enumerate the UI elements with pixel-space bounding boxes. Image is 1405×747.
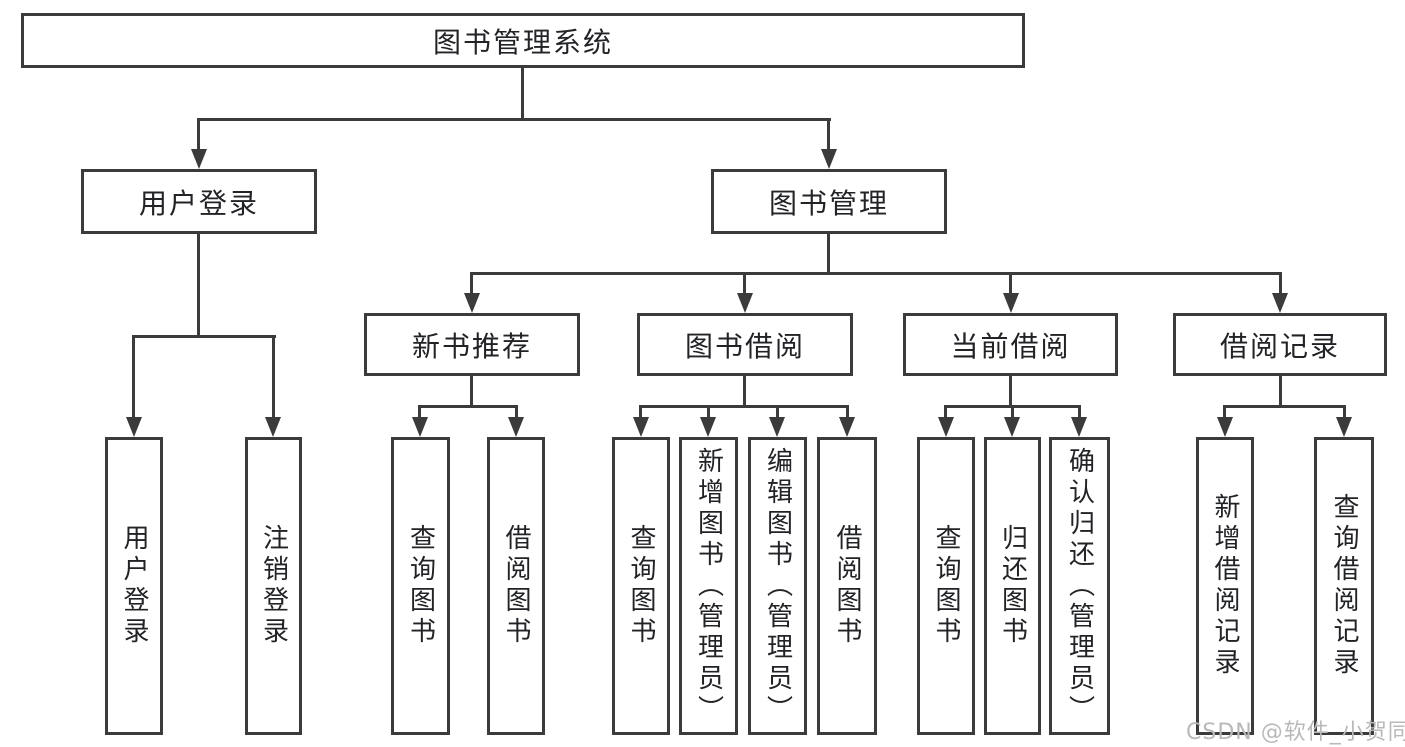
connector-line [515, 405, 518, 427]
connector-arrow [1336, 417, 1352, 437]
connector-arrow [464, 293, 480, 313]
leaf-user-login-label: 用户登录 [119, 524, 149, 648]
connector-line [197, 118, 831, 121]
node-root-label: 图书管理系统 [432, 25, 613, 59]
connector-line [1009, 272, 1012, 297]
connector-arrow [1272, 293, 1288, 313]
csdn-watermark: CSDN @软件_小贺同学 [1186, 720, 1405, 745]
leaf-confirm-return-admin-label: 确认归还（管理员） [1064, 446, 1095, 726]
leaf-add-borrow-record: 新增借阅记录 [1196, 437, 1254, 735]
connector-line [1279, 272, 1282, 297]
connector-line [1223, 405, 1226, 427]
connector-line [743, 272, 746, 297]
leaf-confirm-return-admin: 确认归还（管理员） [1049, 437, 1110, 735]
connector-line [418, 405, 421, 427]
connector-line [827, 234, 830, 275]
connector-line [470, 272, 473, 297]
connector-arrow [265, 417, 281, 437]
leaf-query-books-recommend: 查询图书 [391, 437, 450, 735]
node-book-borrowing-label: 图书借阅 [684, 329, 805, 363]
leaf-return-books-label: 归还图书 [997, 524, 1028, 648]
connector-line [470, 272, 1282, 275]
leaf-query-borrow-record: 查询借阅记录 [1314, 437, 1374, 735]
node-book-borrowing: 图书借阅 [637, 313, 853, 376]
connector-line [272, 335, 275, 427]
connector-arrow [737, 293, 753, 313]
node-root: 图书管理系统 [21, 13, 1025, 68]
connector-line [1343, 405, 1346, 427]
connector-line [827, 118, 830, 159]
leaf-borrow-books: 借阅图书 [817, 437, 877, 735]
connector-arrow [633, 417, 649, 437]
leaf-query-books-current: 查询图书 [917, 437, 975, 735]
node-book-management: 图书管理 [711, 169, 947, 234]
leaf-query-books-borrowing-label: 查询图书 [626, 524, 656, 648]
leaf-logout: 注销登录 [245, 437, 302, 735]
connector-line [743, 376, 746, 408]
leaf-add-books-admin-label: 新增图书（管理员） [693, 446, 724, 726]
leaf-add-borrow-record-label: 新增借阅记录 [1210, 493, 1240, 679]
connector-arrow [1217, 417, 1233, 437]
leaf-borrow-books-recommend-label: 借阅图书 [501, 524, 531, 648]
leaf-query-books-borrowing: 查询图书 [612, 437, 670, 735]
connector-line [776, 405, 779, 427]
connector-arrow [821, 149, 837, 169]
connector-arrow [839, 417, 855, 437]
connector-line [132, 335, 135, 427]
connector-line [470, 376, 473, 408]
connector-line [418, 405, 518, 408]
leaf-add-books-admin: 新增图书（管理员） [679, 437, 738, 735]
node-borrow-records: 借阅记录 [1173, 313, 1387, 376]
connector-line [197, 234, 200, 338]
connector-line [1279, 376, 1282, 408]
leaf-borrow-books-recommend: 借阅图书 [487, 437, 545, 735]
connector-arrow [412, 417, 428, 437]
leaf-return-books: 归还图书 [984, 437, 1041, 735]
leaf-edit-books-admin: 编辑图书（管理员） [748, 437, 807, 735]
connector-line [846, 405, 849, 427]
connector-line [1223, 405, 1346, 408]
leaf-edit-books-admin-label: 编辑图书（管理员） [762, 446, 793, 726]
node-user-login-label: 用户登录 [138, 186, 259, 220]
leaf-query-books-current-label: 查询图书 [931, 524, 961, 648]
connector-line [639, 405, 849, 408]
connector-arrow [769, 417, 785, 437]
leaf-logout-label: 注销登录 [258, 524, 289, 648]
connector-line [1009, 376, 1012, 408]
leaf-borrow-books-label: 借阅图书 [832, 524, 862, 648]
connector-arrow [508, 417, 524, 437]
connector-arrow [1004, 417, 1020, 437]
connector-line [639, 405, 642, 427]
connector-arrow [191, 149, 207, 169]
connector-line [197, 118, 200, 159]
connector-line [1078, 405, 1081, 427]
node-new-book-recommend-label: 新书推荐 [411, 329, 532, 363]
connector-line [521, 68, 524, 121]
connector-arrow [126, 417, 142, 437]
node-current-borrowing: 当前借阅 [903, 313, 1118, 376]
node-borrow-records-label: 借阅记录 [1219, 329, 1340, 363]
leaf-query-books-recommend-label: 查询图书 [405, 524, 436, 648]
connector-arrow [700, 417, 716, 437]
connector-arrow [1071, 417, 1087, 437]
leaf-query-borrow-record-label: 查询借阅记录 [1329, 493, 1359, 679]
connector-arrow [938, 417, 954, 437]
leaf-user-login: 用户登录 [105, 437, 163, 735]
node-current-borrowing-label: 当前借阅 [950, 329, 1071, 363]
connector-line [944, 405, 947, 427]
node-new-book-recommend: 新书推荐 [364, 313, 580, 376]
connector-arrow [1003, 293, 1019, 313]
connector-line [132, 335, 276, 338]
node-user-login: 用户登录 [81, 169, 317, 234]
connector-line [707, 405, 710, 427]
connector-line [1011, 405, 1014, 427]
node-book-management-label: 图书管理 [768, 186, 889, 220]
